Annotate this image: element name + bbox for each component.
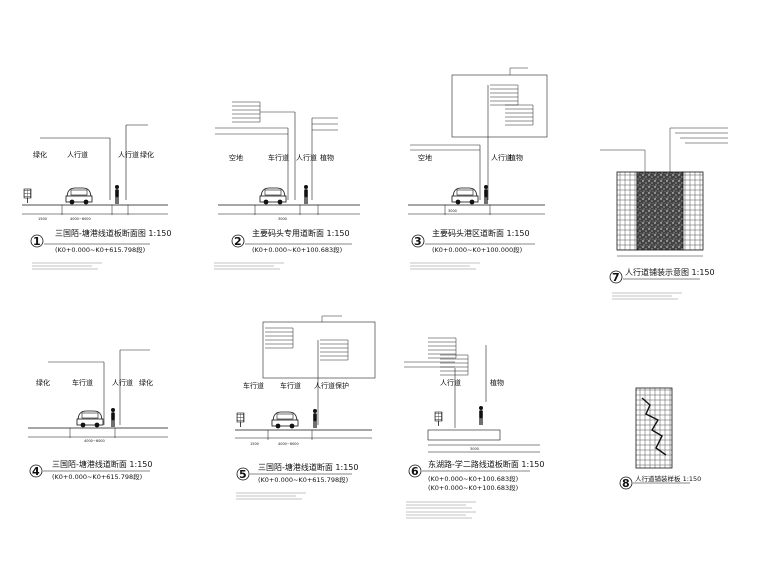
zone-label: 人行道 <box>491 153 512 162</box>
zone-label: 人行道 <box>118 150 139 159</box>
zone-label: 车行道 <box>72 378 93 387</box>
zone-label: 车行道 <box>268 153 289 162</box>
dim-label: 3000 <box>470 447 479 451</box>
section-title: 三国陌-塘港线道断面 1:150 <box>52 459 152 469</box>
dim-label: 4000~6000 <box>84 439 105 443</box>
section-number: 7 <box>612 271 620 284</box>
section-4: 绿化 车行道 人行道 绿化 4000~6000 4 三国陌-塘港线道断面 1:1… <box>28 349 168 481</box>
section-1: 绿化 人行道 人行道 绿化 1500 4000~6000 1 三国陌-塘港线道板… <box>22 124 171 270</box>
section-title: 主要码头专用道断面 1:150 <box>252 228 350 238</box>
section-number: 6 <box>411 465 419 478</box>
section-number: 2 <box>234 235 242 248</box>
section-5: 车行道 车行道 人行道 保护 1500 4000~6000 5 三国陌-塘港线道… <box>235 315 376 500</box>
section-6: 人行道 植物 3000 6 东湖路-学二路线道板断面 1:150 (K0+0.0… <box>404 337 544 519</box>
zone-label: 植物 <box>490 378 504 387</box>
section-number: 5 <box>239 468 247 481</box>
section-subtitle: (K0+0.000~K0+100.683段) <box>428 474 518 483</box>
section-title: 三国陌-塘港线道断面 1:150 <box>258 462 358 472</box>
zone-label: 人行道 <box>67 150 88 159</box>
section-title: 东湖路-学二路线道板断面 1:150 <box>428 459 544 469</box>
zone-label: 空地 <box>229 153 243 162</box>
dim-label: 4000~6000 <box>278 442 299 446</box>
section-title: 人行道铺装示意图 1:150 <box>625 267 715 277</box>
section-8: 8 人行道铺装样板 1:150 <box>619 387 701 490</box>
dim-label: 1500 <box>38 217 47 221</box>
section-3: 空地 人行道 植物 3000 3 主要码头港区道断面 1:150 (K0+0.0… <box>408 67 548 270</box>
section-7: 7 人行道铺装示意图 1:150 <box>600 127 728 300</box>
zone-label: 车行道 <box>243 381 264 390</box>
section-subtitle: (K0+0.000~K0+615.798段) <box>55 245 145 254</box>
dim-label: 1500 <box>250 442 259 446</box>
section-title: 三国陌-塘港线道板断面图 1:150 <box>55 228 171 238</box>
section-number: 3 <box>414 235 422 248</box>
zone-label: 人行道 <box>314 381 335 390</box>
section-subtitle: (K0+0.000~K0+615.798段) <box>258 475 348 484</box>
zone-label: 人行道 <box>296 153 317 162</box>
zone-label: 绿化 <box>33 150 47 159</box>
zone-label: 绿化 <box>139 378 153 387</box>
zone-label: 植物 <box>320 153 334 162</box>
section-subtitle: (K0+0.000~K0+100.000段) <box>432 245 522 254</box>
zone-label: 保护 <box>335 381 349 390</box>
section-number: 4 <box>32 465 40 478</box>
zone-label: 绿化 <box>140 150 154 159</box>
section-subtitle: (K0+0.000~K0+615.798段) <box>52 472 142 481</box>
section-number: 8 <box>622 477 630 490</box>
dim-label: 4000~6000 <box>70 217 91 221</box>
dim-label: 3000 <box>278 217 287 221</box>
zone-label: 绿化 <box>36 378 50 387</box>
zone-label: 空地 <box>418 153 432 162</box>
zone-label: 车行道 <box>280 381 301 390</box>
zone-label: 人行道 <box>112 378 133 387</box>
section-subtitle: (K0+0.000~K0+100.683段) <box>252 245 342 254</box>
zone-label: 人行道 <box>440 378 461 387</box>
section-title: 主要码头港区道断面 1:150 <box>432 228 530 238</box>
dim-label: 3000 <box>448 209 457 213</box>
section-subtitle: (K0+0.000~K0+100.683段) <box>428 483 518 492</box>
section-number: 1 <box>33 235 41 248</box>
section-2: 空地 车行道 人行道 植物 3000 2 主要码头专用道断面 1:150 (K0… <box>213 101 360 270</box>
section-title: 人行道铺装样板 1:150 <box>635 474 701 483</box>
zone-label: 植物 <box>509 153 523 162</box>
